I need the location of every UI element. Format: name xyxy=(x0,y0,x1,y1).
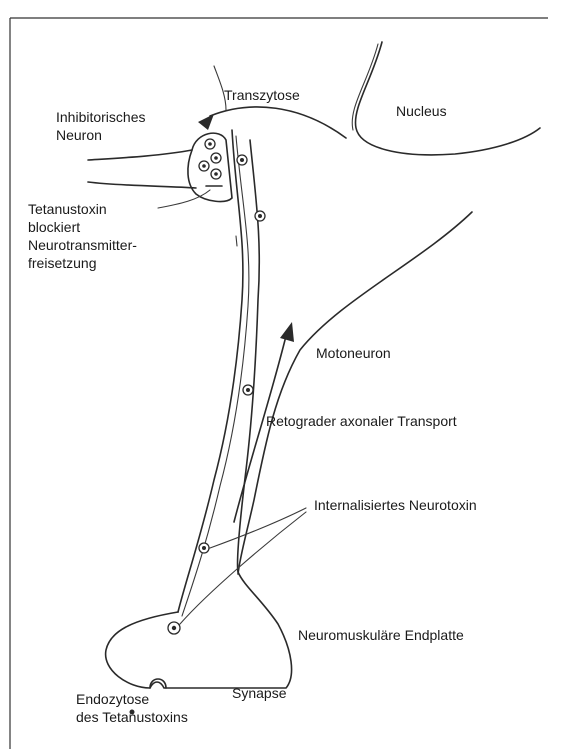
endocytosis-label-line2: des Tetanustoxins xyxy=(76,708,188,726)
axon-right-edge xyxy=(237,140,259,572)
retrograde-arrowhead xyxy=(280,322,294,342)
transcytosis-label: Transzytose xyxy=(224,86,300,104)
tetanus-block-line1: Tetanustoxin xyxy=(28,200,137,218)
vesicle-cluster xyxy=(199,139,221,179)
internalized-neurotoxin-label: Internalisiertes Neurotoxin xyxy=(314,496,477,514)
nucleus-label: Nucleus xyxy=(396,102,447,120)
tetanus-block-label: Tetanustoxin blockiert Neurotransmitter-… xyxy=(28,200,137,272)
tetanus-block-pointer xyxy=(158,190,210,208)
nucleus-outline xyxy=(355,42,540,155)
endocytosis-label: Endozytose des Tetanustoxins xyxy=(76,690,188,726)
tetanus-block-line4: freisetzung xyxy=(28,254,137,272)
tetanus-block-line2: blockiert xyxy=(28,218,137,236)
toxin-pointer-upper xyxy=(210,508,306,548)
tetanus-block-line3: Neurotransmitter- xyxy=(28,236,137,254)
endplate-outline xyxy=(106,572,292,688)
axon-vesicles xyxy=(168,155,265,634)
motoneuron-label: Motoneuron xyxy=(316,344,391,362)
synapse-label: Synapse xyxy=(232,684,286,702)
axon-mark xyxy=(236,236,237,246)
toxin-pointer-lower xyxy=(180,512,306,624)
inhibitory-neuron-lower-process xyxy=(88,182,196,188)
endplate-label: Neuromuskuläre Endplatte xyxy=(298,626,464,644)
endocytosis-label-line1: Endozytose xyxy=(76,690,188,708)
inhibitory-neuron-label-line2: Neuron xyxy=(56,126,146,144)
motoneuron-body-outline xyxy=(238,212,472,574)
transcytosis-arrowhead xyxy=(198,114,214,130)
inhibitory-neuron-label: Inhibitorisches Neuron xyxy=(56,108,146,144)
inhibitory-neuron-upper-process xyxy=(88,150,192,160)
transcytosis-curve xyxy=(210,107,346,138)
retrograde-transport-label: Retograder axonaler Transport xyxy=(266,412,457,430)
inhibitory-neuron-label-line1: Inhibitorisches xyxy=(56,108,146,126)
